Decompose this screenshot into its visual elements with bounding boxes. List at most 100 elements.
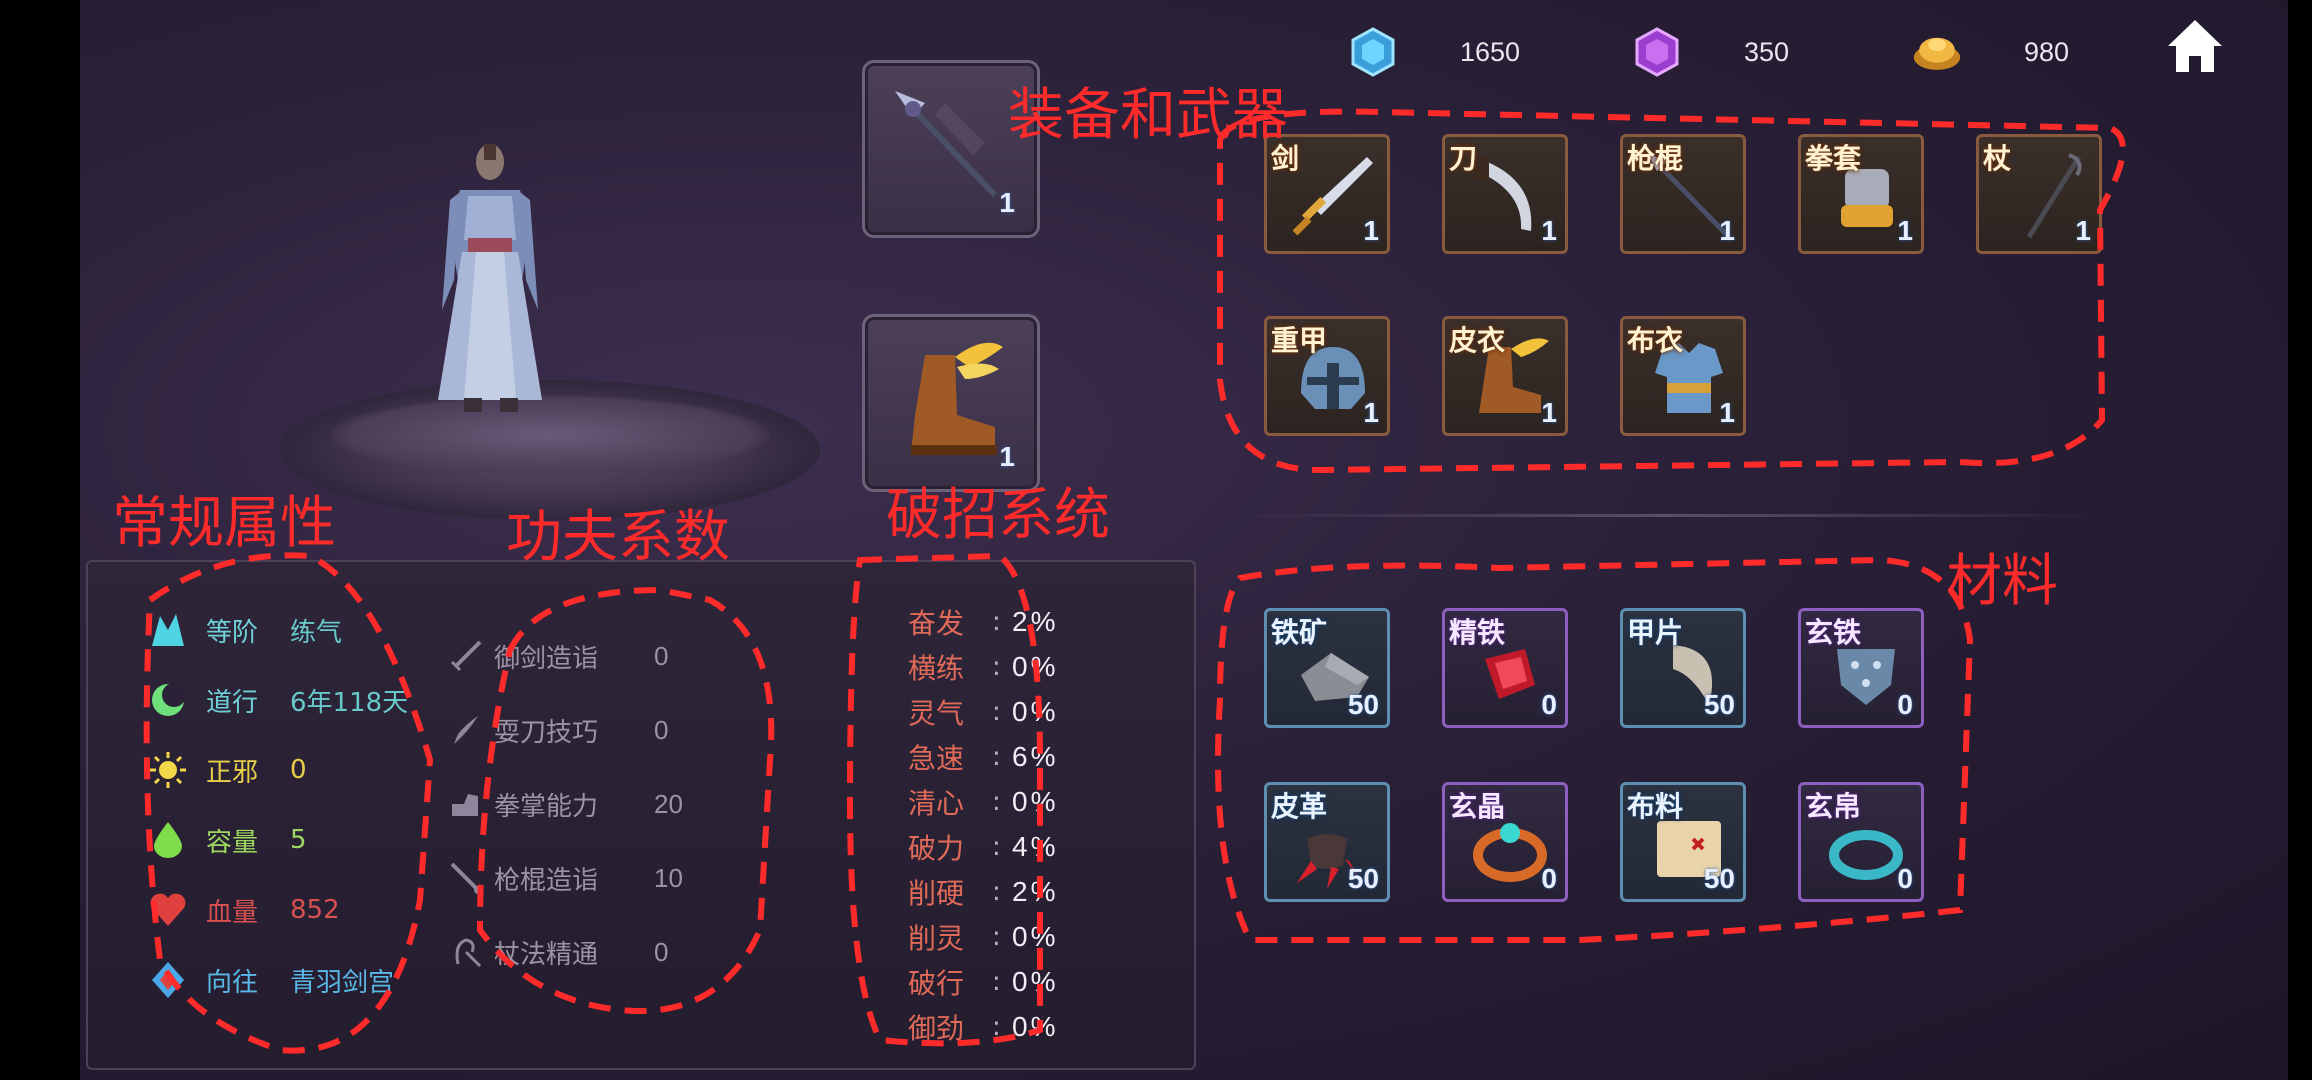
- equipment-item[interactable]: 杖 1: [1976, 134, 2102, 254]
- item-count: 0: [1541, 863, 1557, 894]
- break-separator: :: [992, 607, 1001, 637]
- blue-gem-value: 1650: [1460, 36, 1521, 67]
- kungfu-value: 10: [654, 862, 683, 893]
- moon-icon: [152, 683, 186, 716]
- equipment-item[interactable]: 皮衣 1: [1442, 316, 1568, 436]
- gauntlet-icon: [1841, 169, 1893, 227]
- kungfu-row: 耍刀技巧 0: [448, 710, 668, 750]
- leather-claw-icon: [1297, 834, 1361, 889]
- break-separator: :: [992, 697, 1001, 727]
- currency-blue-gem: 1650: [1348, 20, 1520, 84]
- break-separator: :: [992, 787, 1001, 817]
- equipment-item[interactable]: 枪棍 1: [1620, 134, 1746, 254]
- break-label: 横练: [908, 652, 965, 685]
- break-value: 0%: [1012, 921, 1059, 952]
- equipment-item[interactable]: 重甲 1: [1264, 316, 1390, 436]
- purple-gem-icon: [1632, 27, 1682, 77]
- cloth-map-icon: [1657, 821, 1721, 877]
- silk-ring-icon: [1829, 830, 1903, 880]
- sword-skill-icon: [450, 640, 482, 672]
- break-row: 灵气:0%: [908, 692, 1058, 732]
- break-value: 6%: [1012, 741, 1059, 772]
- equipment-item[interactable]: 剑 1: [1264, 134, 1390, 254]
- break-row: 横练:0%: [908, 647, 1058, 687]
- item-count: 50: [1703, 863, 1735, 894]
- dark-iron-icon: [1837, 649, 1895, 705]
- material-item[interactable]: 铁矿 50: [1264, 608, 1390, 728]
- heart-icon: [150, 893, 186, 926]
- item-count: 1: [1363, 397, 1379, 428]
- item-tag: 布衣: [1627, 324, 1684, 357]
- item-tag: 皮衣: [1449, 324, 1506, 357]
- currency-purple-gem: 350: [1632, 20, 1789, 84]
- drop-icon: [154, 822, 182, 858]
- item-tag: 铁矿: [1271, 616, 1328, 649]
- saber-icon: [1473, 157, 1532, 231]
- attr-row-rank: 等阶 练气: [148, 610, 342, 650]
- break-separator: :: [992, 967, 1001, 997]
- right-letterbox: [2288, 0, 2312, 1080]
- annotation-equipment: 装备和武器: [1008, 83, 1288, 148]
- break-separator: :: [992, 922, 1001, 952]
- attr-value: 852: [290, 895, 340, 925]
- break-row: 奋发:2%: [908, 602, 1058, 642]
- item-count: 0: [1541, 689, 1557, 720]
- kungfu-value: 0: [654, 936, 669, 967]
- equipped-weapon-slot[interactable]: 1: [862, 60, 1040, 238]
- attr-value: 青羽剑宫: [290, 967, 395, 998]
- kungfu-row: 拳掌能力 20: [448, 784, 683, 824]
- blue-gem-icon: [1348, 27, 1398, 77]
- equipment-item[interactable]: 刀 1: [1442, 134, 1568, 254]
- item-tag: 拳套: [1805, 142, 1862, 175]
- material-item[interactable]: 甲片 50: [1620, 608, 1746, 728]
- material-item[interactable]: 玄铁 0: [1798, 608, 1924, 728]
- attr-row-cultivation: 道行 6年118天: [148, 680, 408, 720]
- material-item[interactable]: 玄晶 0: [1442, 782, 1568, 902]
- break-value: 2%: [1012, 876, 1059, 907]
- item-count: 0: [1897, 863, 1913, 894]
- home-button[interactable]: [2164, 16, 2226, 78]
- annotation-materials: 材料: [1946, 549, 2058, 614]
- item-tag: 重甲: [1271, 324, 1328, 357]
- kungfu-value: 20: [654, 788, 683, 819]
- gold-ingot-icon: [1912, 27, 1962, 77]
- item-tag: 玄晶: [1449, 790, 1506, 823]
- material-item[interactable]: 玄帛 0: [1798, 782, 1924, 902]
- break-row: 破行:0%: [908, 962, 1058, 1002]
- rank-icon: [152, 614, 184, 646]
- material-item[interactable]: 皮革 50: [1264, 782, 1390, 902]
- break-label: 御劲: [908, 1012, 965, 1045]
- equipped-boots-slot[interactable]: 1: [862, 314, 1040, 492]
- break-separator: :: [992, 877, 1001, 907]
- attr-row-capacity: 容量 5: [148, 820, 307, 860]
- item-tag: 玄铁: [1805, 616, 1862, 649]
- equipment-item[interactable]: 布衣 1: [1620, 316, 1746, 436]
- equipped-boots-icon: [911, 342, 1003, 455]
- kungfu-label: 耍刀技巧: [494, 717, 599, 748]
- item-tag: 精铁: [1449, 616, 1506, 649]
- game-screen: 1650 350 980: [80, 0, 2288, 1080]
- sun-icon: [150, 752, 186, 788]
- attr-label: 正邪: [206, 757, 259, 788]
- item-count: 0: [1897, 689, 1913, 720]
- break-value: 0%: [1012, 966, 1059, 997]
- crystal-ring-icon: [1473, 823, 1547, 882]
- break-label: 灵气: [908, 697, 965, 730]
- break-label: 破行: [908, 967, 965, 1000]
- material-item[interactable]: 精铁 0: [1442, 608, 1568, 728]
- material-item[interactable]: 布料 50: [1620, 782, 1746, 902]
- character-model[interactable]: [420, 140, 560, 420]
- break-label: 急速: [908, 742, 965, 775]
- cloth-armor-icon: [1655, 343, 1723, 413]
- attr-row-hp: 血量 852: [148, 890, 340, 930]
- staff-skill-icon: [455, 938, 482, 968]
- break-value: 4%: [1012, 831, 1059, 862]
- fist-skill-icon: [452, 794, 478, 816]
- attr-label: 等阶: [206, 617, 259, 648]
- character-pedestal-top: [330, 395, 770, 475]
- home-icon: [2168, 20, 2222, 72]
- attr-value: 0: [290, 755, 307, 785]
- section-divider: [1230, 514, 2100, 517]
- equipment-item[interactable]: 拳套 1: [1798, 134, 1924, 254]
- item-tag: 刀: [1449, 142, 1478, 175]
